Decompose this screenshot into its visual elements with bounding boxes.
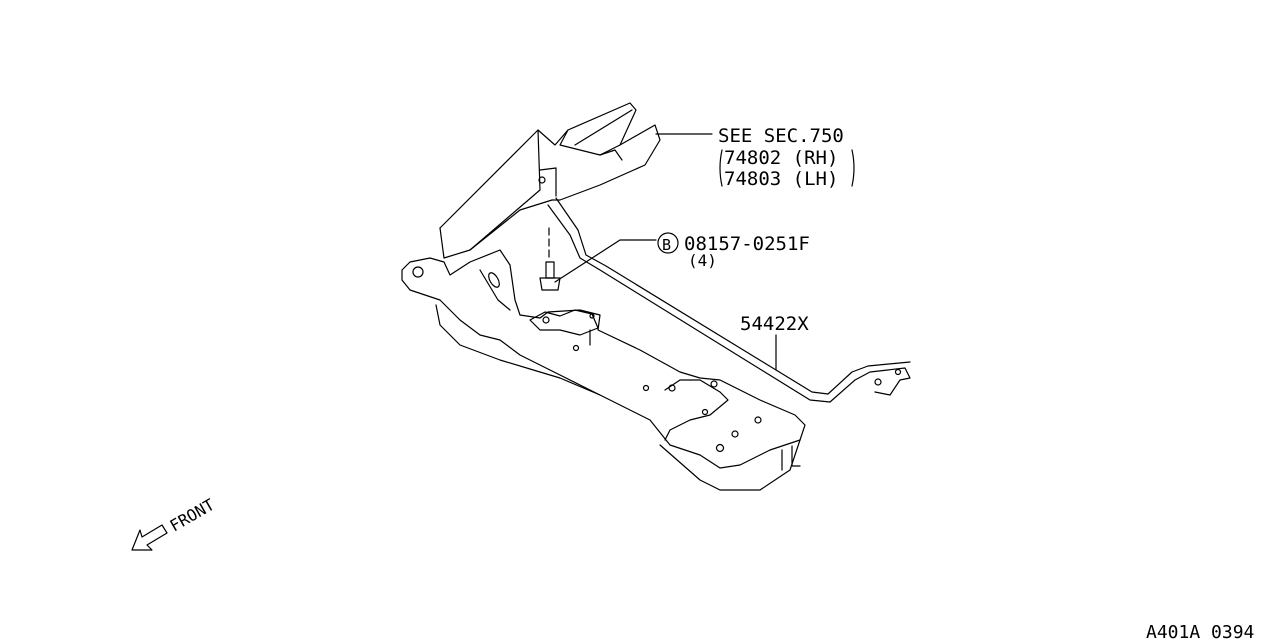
leader-line-bolt	[554, 239, 657, 283]
bracket-right	[851, 149, 855, 187]
callout-fender-rh: 74802 (RH)	[724, 147, 838, 169]
bracket-left	[719, 149, 723, 187]
diagram-code: A401A 0394	[1146, 622, 1254, 640]
flange-bolt	[539, 227, 561, 291]
callout-fender-lh: 74803 (LH)	[724, 168, 838, 190]
callout-bolt-part: 08157-0251F	[684, 233, 810, 255]
fender-apron-panel	[439, 102, 661, 259]
callout-bolt-qty: (4)	[688, 251, 717, 270]
callout-stabilizer-part: 54422X	[740, 313, 809, 335]
front-label: FRONT	[167, 495, 219, 536]
bolt-badge-circle	[657, 232, 679, 254]
stabilizer-bar	[547, 197, 911, 403]
front-crossmember	[401, 249, 806, 491]
bolt-badge: B	[662, 236, 671, 254]
callout-fender-ref: SEE SEC.750	[718, 125, 844, 147]
front-arrow-icon	[131, 524, 168, 551]
